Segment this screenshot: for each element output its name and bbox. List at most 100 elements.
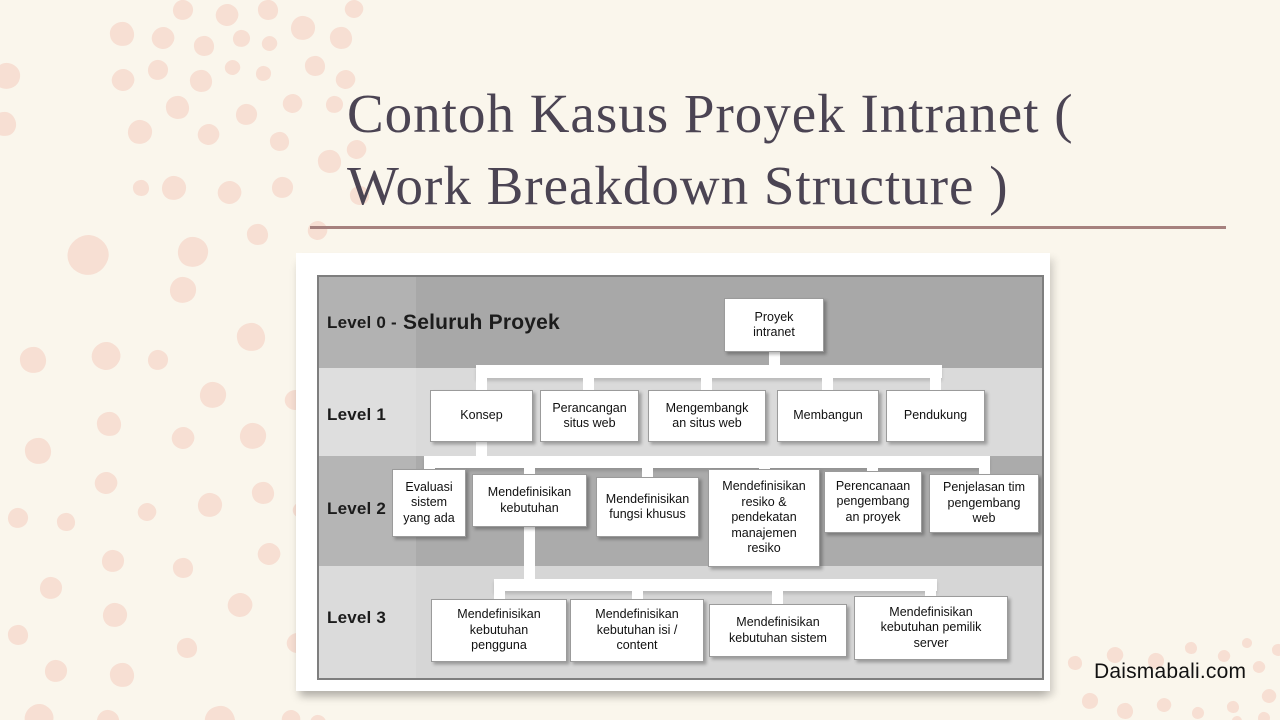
connector-root-stem bbox=[769, 351, 780, 367]
connector-level1-stub-0 bbox=[476, 378, 487, 392]
dot bbox=[1115, 701, 1135, 720]
dot bbox=[223, 588, 257, 622]
dot bbox=[1259, 686, 1279, 706]
title-underline bbox=[310, 226, 1226, 229]
connector-level2-stub-5 bbox=[979, 468, 990, 478]
dot bbox=[125, 117, 155, 147]
page-title: Contoh Kasus Proyek Intranet ( Work Brea… bbox=[347, 78, 1247, 222]
level0-sublabel: Seluruh Proyek bbox=[403, 311, 560, 334]
dot bbox=[159, 173, 189, 203]
dot bbox=[90, 467, 122, 499]
connector-level2-stub-1 bbox=[524, 468, 535, 478]
wbs-node-pendukung: Pendukung bbox=[886, 390, 985, 442]
dot bbox=[250, 480, 276, 506]
dot bbox=[134, 499, 160, 525]
wbs-panel: Level 0 - Seluruh Proyek Level 1 Level 2… bbox=[296, 253, 1050, 691]
dot bbox=[213, 176, 246, 209]
dot bbox=[253, 538, 285, 570]
dot bbox=[18, 345, 48, 375]
dot bbox=[341, 0, 367, 22]
dot bbox=[194, 120, 223, 149]
connector-level1-stub-3 bbox=[822, 378, 833, 392]
dot bbox=[1231, 715, 1243, 720]
dot bbox=[1154, 695, 1174, 715]
dot bbox=[60, 227, 116, 283]
dot bbox=[37, 574, 65, 602]
wbs-diagram: Level 0 - Seluruh Proyek Level 1 Level 2… bbox=[317, 275, 1044, 680]
connector-level2-stub-2 bbox=[642, 468, 653, 480]
wbs-node-mendefinisikan-kebutuhan: Mendefinisikan kebutuhan bbox=[472, 474, 587, 527]
dot bbox=[1080, 691, 1100, 711]
dot bbox=[278, 706, 304, 720]
connector-level1-stub-4 bbox=[930, 378, 941, 392]
dot bbox=[303, 54, 327, 78]
dot bbox=[6, 506, 30, 530]
dot bbox=[279, 90, 306, 117]
dot bbox=[256, 0, 280, 22]
dot bbox=[107, 64, 139, 96]
dot bbox=[108, 20, 136, 48]
connector-level3-stub-2 bbox=[772, 591, 783, 607]
dot bbox=[0, 60, 23, 92]
connector-konsep-stem bbox=[476, 442, 487, 457]
dot bbox=[164, 94, 191, 121]
dot bbox=[1184, 641, 1198, 655]
dot bbox=[308, 713, 328, 720]
dot bbox=[324, 94, 345, 115]
dot bbox=[211, 0, 243, 31]
dot bbox=[188, 68, 214, 94]
dot bbox=[0, 110, 18, 138]
title-line-1: Contoh Kasus Proyek Intranet ( bbox=[347, 83, 1074, 144]
dot bbox=[234, 102, 259, 127]
level0-label: Level 0 - bbox=[327, 313, 397, 332]
dot bbox=[167, 274, 199, 306]
dot bbox=[23, 436, 53, 466]
dot bbox=[1241, 637, 1253, 649]
title-line-2: Work Breakdown Structure ) bbox=[347, 155, 1009, 216]
wbs-node-perancangan-situs-web: Perancangan situs web bbox=[540, 390, 639, 442]
dot bbox=[316, 148, 343, 175]
dot bbox=[131, 178, 151, 198]
wbs-node-penjelasan-tim: Penjelasan tim pengembang web bbox=[929, 474, 1039, 533]
dot bbox=[175, 636, 199, 660]
dot bbox=[108, 661, 136, 689]
wbs-node-kebutuhan-sistem: Mendefinisikan kebutuhan sistem bbox=[709, 604, 847, 657]
wbs-node-kebutuhan-isi-content: Mendefinisikan kebutuhan isi / content bbox=[570, 599, 704, 662]
dot bbox=[86, 336, 126, 376]
dot bbox=[1190, 705, 1206, 720]
wbs-node-mendefinisikan-resiko: Mendefinisikan resiko & pendekatan manaj… bbox=[708, 469, 820, 567]
dot bbox=[1066, 654, 1084, 672]
dot bbox=[1250, 658, 1268, 676]
level1-label: Level 1 bbox=[327, 405, 387, 424]
dot bbox=[1226, 700, 1240, 714]
dot bbox=[197, 379, 229, 411]
dot bbox=[192, 34, 216, 58]
wbs-node-mendefinisikan-fungsi-khusus: Mendefinisikan fungsi khusus bbox=[596, 477, 699, 537]
level3-label: Level 3 bbox=[327, 608, 387, 627]
connector-level3-stub-0 bbox=[494, 591, 505, 603]
connector-level3-stub-1 bbox=[632, 591, 643, 603]
wbs-node-evaluasi-sistem: Evaluasi sistem yang ada bbox=[392, 469, 466, 537]
wbs-node-mengembangkan-situs-web: Mengembangk an situs web bbox=[648, 390, 766, 442]
wbs-node-konsep: Konsep bbox=[430, 390, 533, 442]
dot bbox=[6, 623, 30, 647]
dot bbox=[95, 410, 123, 438]
level0-band bbox=[319, 277, 1042, 368]
connector-kebutuhan-stem bbox=[524, 527, 535, 591]
dot bbox=[237, 420, 269, 452]
dot bbox=[270, 175, 295, 200]
watermark: Daismabali.com bbox=[1094, 660, 1247, 683]
wbs-node-membangun: Membangun bbox=[777, 390, 879, 442]
dot bbox=[55, 511, 77, 533]
dot bbox=[288, 13, 318, 43]
dot bbox=[195, 490, 225, 520]
dot bbox=[234, 320, 268, 354]
dot bbox=[1256, 710, 1272, 720]
dot bbox=[19, 698, 59, 720]
dot bbox=[222, 57, 243, 78]
dot bbox=[167, 422, 199, 454]
connector-level1-bar bbox=[476, 365, 942, 378]
connector-level2-bar bbox=[424, 456, 990, 468]
dot bbox=[171, 556, 195, 580]
